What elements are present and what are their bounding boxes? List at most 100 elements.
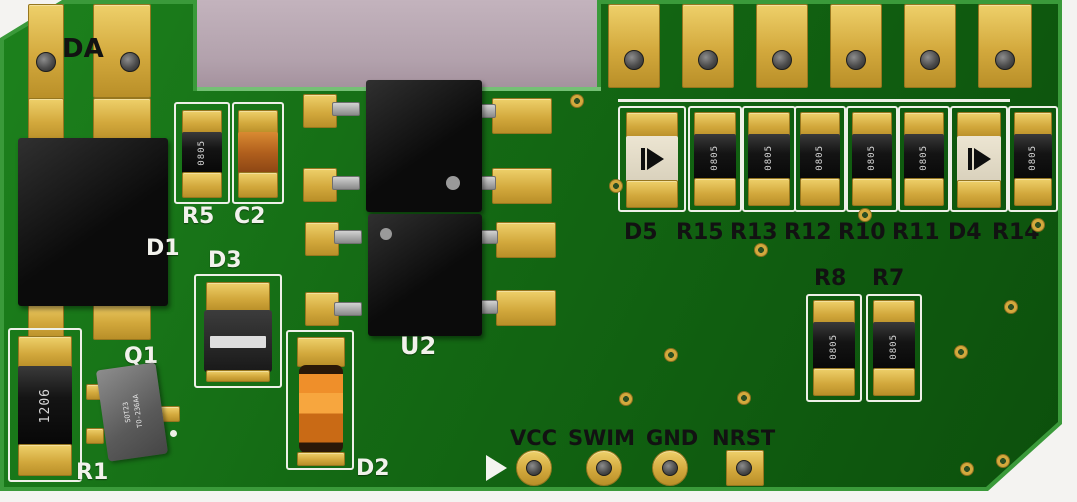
diode-d1[interactable] [18, 138, 168, 306]
edge-hole [995, 50, 1015, 70]
q1-marking-line1: SOT23 [121, 401, 132, 424]
c2-pad-top [238, 110, 278, 134]
edge-hole [772, 50, 792, 70]
resistor-r7[interactable]: 0805 [866, 294, 922, 402]
via [737, 391, 751, 405]
d1-pad [28, 98, 64, 142]
r15-marking: 0805 [710, 145, 720, 171]
u2-lead [334, 302, 362, 316]
via [754, 243, 768, 257]
d1-pad [93, 98, 151, 142]
d2-pad-top [297, 337, 345, 367]
ic-u2a[interactable] [366, 80, 482, 212]
u2-pad [492, 168, 552, 204]
c2-pad-bottom [238, 172, 278, 198]
diode-d3[interactable] [194, 274, 282, 388]
label-r7: R7 [872, 266, 905, 291]
u2-lead [334, 230, 362, 244]
header-pad-gnd [652, 450, 688, 486]
cathode-bar-icon [640, 148, 645, 170]
d2-pad-bottom [297, 452, 345, 466]
cathode-bar-icon [967, 148, 972, 170]
via [664, 348, 678, 362]
d5-pad-top [626, 112, 678, 138]
r15-body: 0805 [694, 134, 736, 182]
resistor-r1[interactable]: 1206 [8, 328, 82, 482]
resistor-r13[interactable]: 0805 [742, 106, 796, 212]
resistor-r14[interactable]: 0805 [1008, 106, 1058, 212]
r11-pad-top [904, 112, 944, 138]
diode-d5[interactable] [618, 106, 686, 212]
r7-pad-bottom [873, 368, 915, 396]
header-pad-nrst [726, 450, 764, 486]
resistor-r8[interactable]: 0805 [806, 294, 862, 402]
u2b-pin1-dot [380, 228, 392, 240]
label-d5: D5 [624, 220, 658, 245]
c2-body [238, 132, 278, 174]
capacitor-c2[interactable] [232, 102, 284, 204]
label-da: DA [62, 34, 104, 64]
u2-pad [303, 94, 337, 128]
q1-pad [86, 428, 104, 444]
u2a-pin1-dot [446, 176, 460, 190]
da-pad-2 [93, 4, 151, 98]
edge-pad [830, 4, 882, 88]
r8-body: 0805 [813, 322, 855, 372]
label-r13: R13 [730, 220, 778, 245]
resistor-r12[interactable]: 0805 [794, 106, 846, 212]
label-swim: SWIM [568, 426, 635, 450]
r5-pad-top [182, 110, 222, 134]
r5-body: 0805 [182, 132, 222, 174]
diode-d4[interactable] [950, 106, 1008, 212]
edge-pad [756, 4, 808, 88]
resistor-r11[interactable]: 0805 [898, 106, 950, 212]
label-nrst: NRST [712, 426, 776, 450]
resistor-r10[interactable]: 0805 [846, 106, 898, 212]
label-c2: C2 [234, 204, 266, 229]
d1-pad [93, 300, 151, 340]
label-r12: R12 [784, 220, 832, 245]
via [996, 454, 1010, 468]
diode-triangle-icon [973, 148, 991, 170]
r1-pad-top [18, 336, 72, 368]
u2-pad [305, 222, 339, 256]
ic-u2b[interactable] [368, 214, 482, 336]
header-hole-gnd [662, 460, 678, 476]
r10-body: 0805 [852, 134, 892, 182]
r7-body: 0805 [873, 322, 915, 372]
d3-pad-bottom [206, 370, 270, 382]
edge-hole [846, 50, 866, 70]
label-r8: R8 [814, 266, 847, 291]
r5-marking: 0805 [197, 140, 207, 166]
r8-pad-bottom [813, 368, 855, 396]
edge-pad [978, 4, 1032, 88]
u2-pad [492, 98, 552, 134]
r15-pad-top [694, 112, 736, 138]
resistor-r15[interactable]: 0805 [688, 106, 742, 212]
d2-body [299, 365, 343, 453]
d5-pad-bottom [626, 180, 678, 208]
r13-marking: 0805 [764, 145, 774, 171]
diode-d2[interactable] [286, 330, 354, 470]
r1-marking: 1206 [37, 388, 53, 424]
edge-pad [904, 4, 956, 88]
r10-pad-bottom [852, 178, 892, 206]
label-d1: D1 [146, 236, 180, 261]
u2-pad [303, 168, 337, 202]
transistor-q1[interactable]: SOT23 TO-236AA [95, 362, 169, 462]
via [609, 179, 623, 193]
r5-pad-bottom [182, 172, 222, 198]
r14-body: 0805 [1014, 134, 1052, 182]
header-hole-nrst [736, 460, 752, 476]
label-d4: D4 [948, 220, 982, 245]
r15-pad-bottom [694, 178, 736, 206]
d4-pad-bottom [957, 180, 1001, 208]
edge-hole [698, 50, 718, 70]
resistor-r5[interactable]: 0805 [174, 102, 230, 204]
row-silk-line [618, 99, 1010, 102]
r14-marking: 0805 [1028, 145, 1038, 171]
d5-diode-mark [626, 136, 678, 182]
r13-pad-bottom [748, 178, 790, 206]
r13-pad-top [748, 112, 790, 138]
label-d2: D2 [356, 456, 390, 481]
